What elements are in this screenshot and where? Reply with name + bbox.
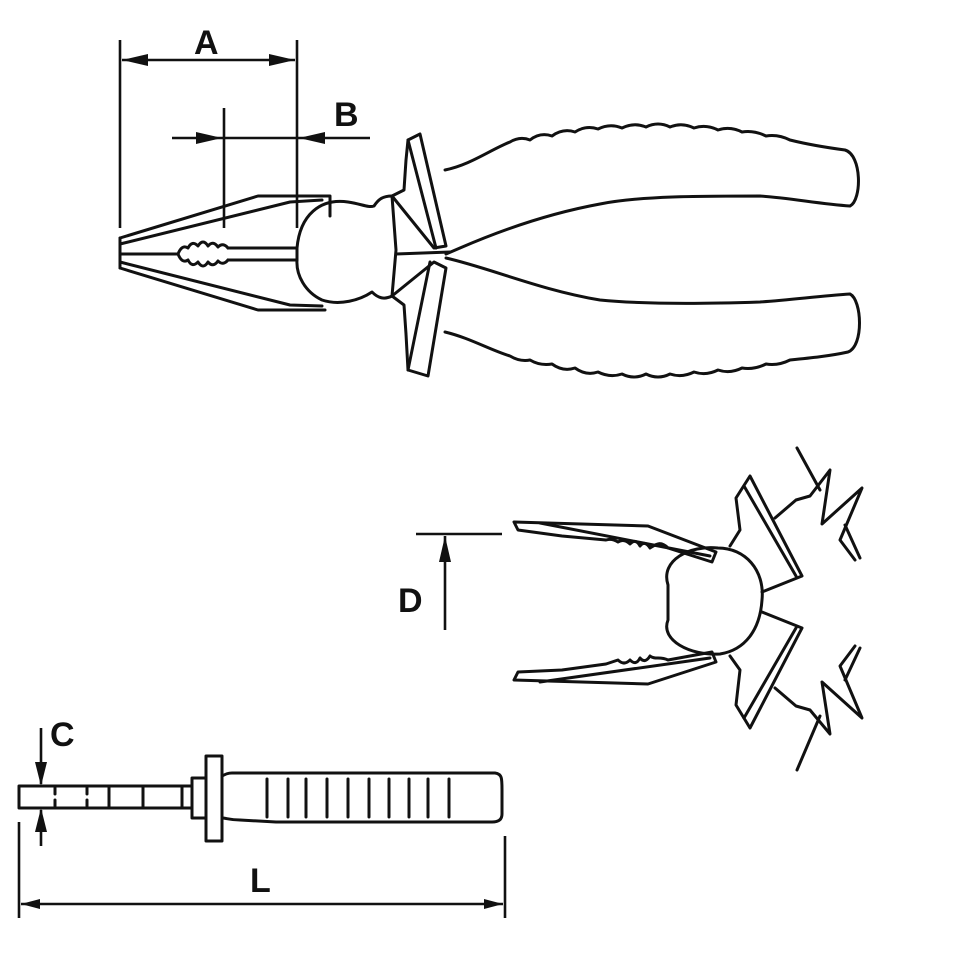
lower-jaw-open [512,650,718,686]
dimension-d: D [398,532,502,630]
top-handle [220,771,504,824]
handles [443,122,861,379]
dimension-b: B [172,96,370,228]
upper-jaw-open [512,520,718,564]
guard-flange [390,132,452,378]
top-view: C [17,716,507,918]
pivot-open [665,546,764,656]
handle-grip-ribs [265,777,451,819]
dimension-l: L [17,822,507,918]
label-c: C [50,716,75,754]
dimension-c: C [35,716,75,846]
top-jaws [17,754,224,843]
side-view-closed: A B [118,24,861,379]
jaws [118,194,332,312]
side-view-open: D [398,446,864,772]
label-d: D [398,582,423,620]
upper-handle-open [728,446,864,594]
label-a: A [194,24,219,62]
lower-handle-open [728,610,864,772]
label-b: B [334,96,359,134]
pivot-head [295,194,398,304]
label-l: L [250,862,271,900]
